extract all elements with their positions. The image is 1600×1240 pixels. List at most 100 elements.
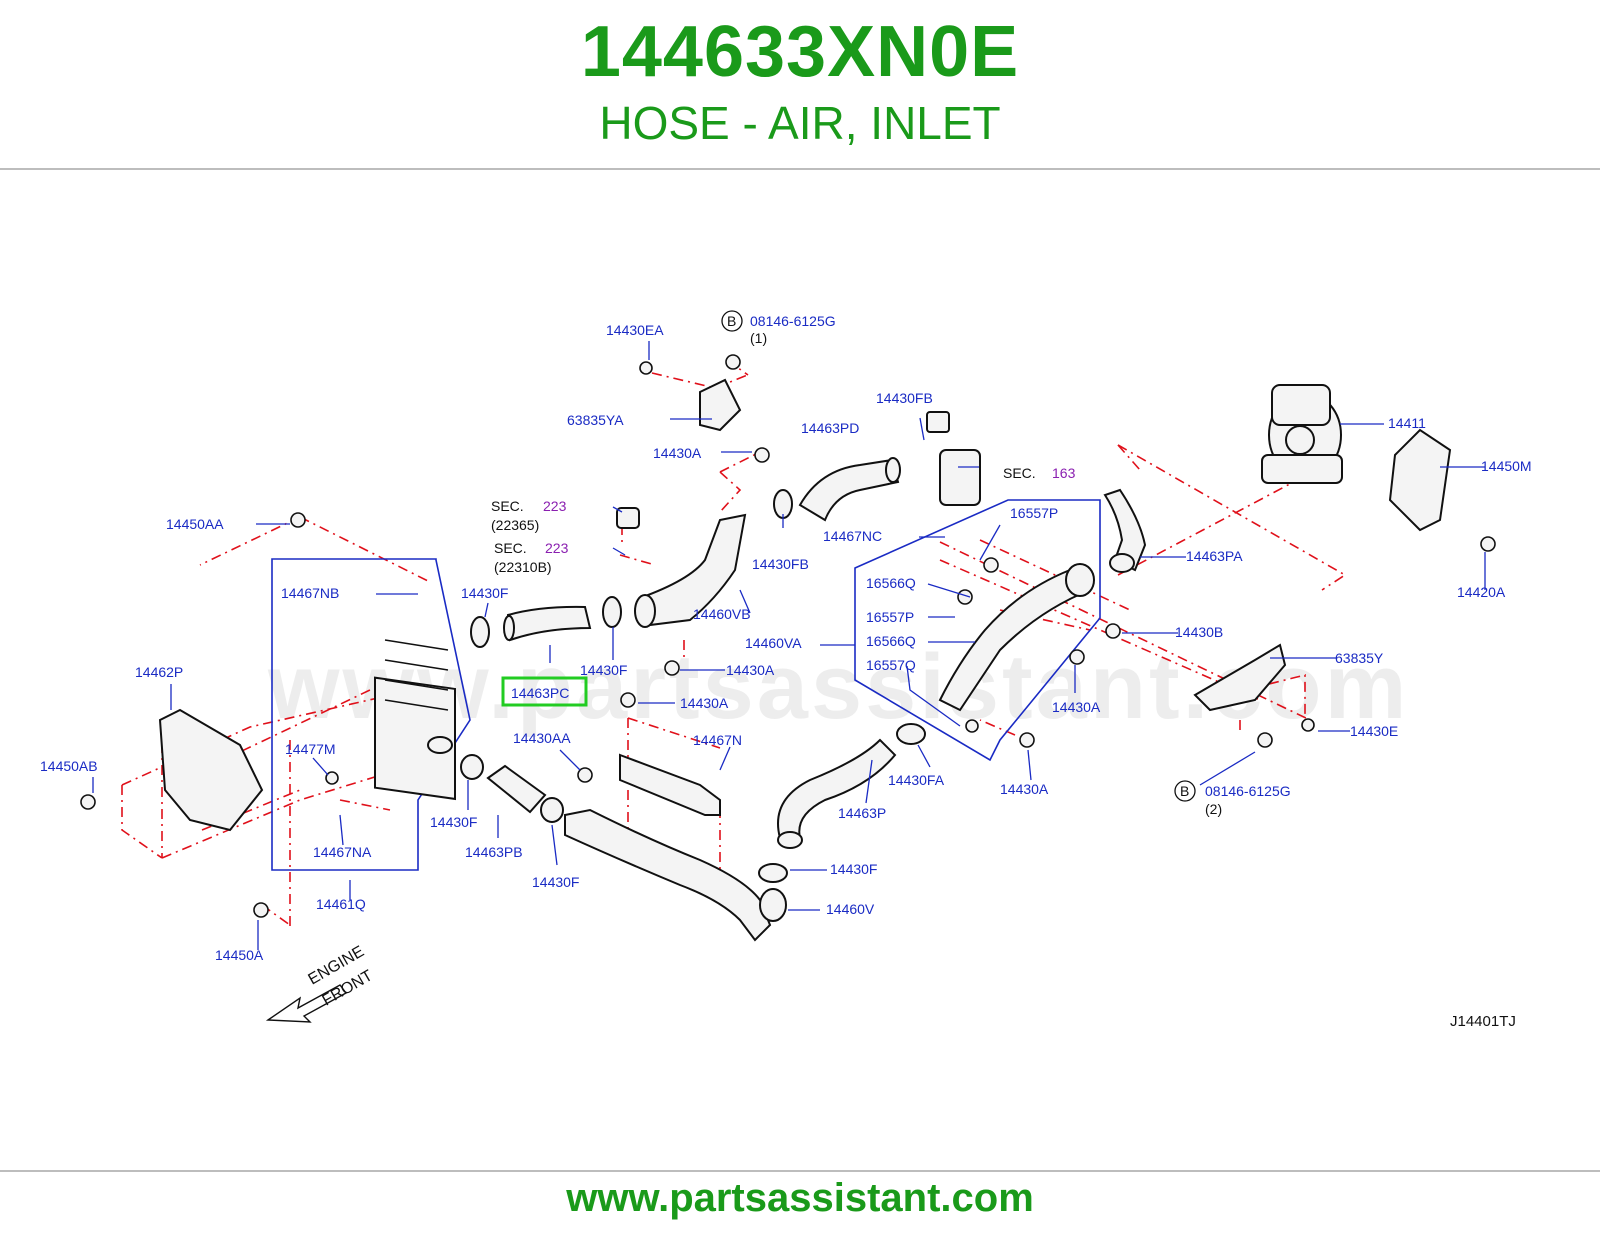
label-sec-223-a: SEC. <box>491 498 524 514</box>
label-16557Q[interactable]: 16557Q <box>866 657 916 673</box>
label-14460VA[interactable]: 14460VA <box>745 635 802 651</box>
engine-front-arrow-icon <box>265 984 348 1023</box>
label-22365: (22365) <box>491 517 539 533</box>
label-08146-6125G-bottom[interactable]: 08146-6125G <box>1205 783 1291 799</box>
page-header: 144633XN0E HOSE - AIR, INLET <box>0 0 1600 168</box>
pipe-14460VA <box>938 568 1092 712</box>
clamp-14430F-2 <box>602 596 622 628</box>
clamp-14430F-4 <box>540 797 564 823</box>
part-number: 144633XN0E <box>580 12 1020 92</box>
label-14430B[interactable]: 14430B <box>1175 624 1223 640</box>
label-14420A[interactable]: 14420A <box>1457 584 1506 600</box>
label-14462P[interactable]: 14462P <box>135 664 183 680</box>
clamp-14430FB <box>773 489 793 519</box>
label-14430E[interactable]: 14430E <box>1350 723 1398 739</box>
clamp-14430F-1 <box>470 616 490 648</box>
part-description: HOSE - AIR, INLET <box>599 97 1001 149</box>
label-sec-223-b: SEC. <box>494 540 527 556</box>
hose-14463PC <box>506 605 592 642</box>
label-14460VB[interactable]: 14460VB <box>693 606 751 622</box>
label-14430F-5[interactable]: 14430F <box>830 861 877 877</box>
label-14411[interactable]: 14411 <box>1388 415 1426 431</box>
label-08146-6125G-top[interactable]: 08146-6125G <box>750 313 836 329</box>
b-marker-bottom-label: B <box>1180 783 1189 799</box>
bracket-14467N <box>619 753 721 816</box>
footer-url[interactable]: www.partsassistant.com <box>566 1176 1034 1220</box>
clamp-14430F-3 <box>460 754 484 780</box>
label-14430A-4[interactable]: 14430A <box>1052 699 1101 715</box>
label-14430F-1[interactable]: 14430F <box>461 585 508 601</box>
bracket-63835Y <box>1193 643 1287 712</box>
label-14461Q[interactable]: 14461Q <box>316 896 366 912</box>
label-sec-163-num[interactable]: 163 <box>1052 465 1076 481</box>
label-14430F-2[interactable]: 14430F <box>580 662 627 678</box>
label-sec-223-a-num[interactable]: 223 <box>543 498 567 514</box>
drawing-code: J14401TJ <box>1450 1013 1516 1030</box>
engine-front-indicator: ENGINE FRONT <box>265 943 376 1023</box>
parts-diagram: www.partsassistant.com <box>40 310 1532 1030</box>
b-marker-top <box>721 310 743 332</box>
label-14463PC-highlighted[interactable]: 14463PC <box>511 685 569 701</box>
label-63835YA[interactable]: 63835YA <box>567 412 624 428</box>
bracket-63835YA <box>699 378 742 432</box>
b-marker-bottom <box>1174 780 1196 802</box>
hose-14463PB <box>486 764 547 814</box>
header-divider <box>0 168 1600 170</box>
clamp-14430FA <box>896 723 926 745</box>
pipe-14460V <box>564 808 772 942</box>
label-63835Y[interactable]: 63835Y <box>1335 650 1384 666</box>
b-marker-top-label: B <box>727 313 736 329</box>
label-14463PA[interactable]: 14463PA <box>1186 548 1243 564</box>
throttle-body <box>939 449 981 506</box>
label-14430EA[interactable]: 14430EA <box>606 322 664 338</box>
footer-divider <box>0 1170 1600 1172</box>
label-14450AB[interactable]: 14450AB <box>40 758 98 774</box>
label-16557P-2[interactable]: 16557P <box>866 609 914 625</box>
label-14467NC[interactable]: 14467NC <box>823 528 882 544</box>
label-14467NB[interactable]: 14467NB <box>281 585 339 601</box>
label-14460V[interactable]: 14460V <box>826 901 875 917</box>
pipe-14460VB <box>638 513 747 627</box>
label-16557P-1[interactable]: 16557P <box>1010 505 1058 521</box>
sensor-22365 <box>616 507 640 529</box>
label-14430F-3[interactable]: 14430F <box>430 814 477 830</box>
label-08146-bottom-qty: (2) <box>1205 801 1222 817</box>
label-14430FB-1[interactable]: 14430FB <box>876 390 933 406</box>
label-14450M[interactable]: 14450M <box>1481 458 1532 474</box>
label-14430AA[interactable]: 14430AA <box>513 730 571 746</box>
label-sec-223-b-num[interactable]: 223 <box>545 540 569 556</box>
hose-14463P <box>777 738 897 839</box>
intercooler <box>374 639 456 801</box>
label-22310B: (22310B) <box>494 559 552 575</box>
label-14463PD[interactable]: 14463PD <box>801 420 859 436</box>
label-14467NA[interactable]: 14467NA <box>313 844 372 860</box>
leader-lines <box>92 341 1486 950</box>
label-14430A-5[interactable]: 14430A <box>1000 781 1049 797</box>
label-14430A-3[interactable]: 14430A <box>680 695 729 711</box>
label-14430F-4[interactable]: 14430F <box>532 874 579 890</box>
label-sec-163: SEC. <box>1003 465 1036 481</box>
label-16566Q-1[interactable]: 16566Q <box>866 575 916 591</box>
part-drawings <box>158 378 1452 942</box>
bolts <box>80 354 1496 918</box>
clamp-14430F-5 <box>758 863 788 883</box>
label-08146-top-qty: (1) <box>750 330 767 346</box>
label-14463P[interactable]: 14463P <box>838 805 886 821</box>
label-14450AA[interactable]: 14450AA <box>166 516 224 532</box>
label-14430FB-2[interactable]: 14430FB <box>752 556 809 572</box>
label-16566Q-2[interactable]: 16566Q <box>866 633 916 649</box>
label-14463PB[interactable]: 14463PB <box>465 844 523 860</box>
label-14477M[interactable]: 14477M <box>285 741 336 757</box>
highlight-box <box>501 676 588 707</box>
label-14467N[interactable]: 14467N <box>693 732 742 748</box>
label-14430FA[interactable]: 14430FA <box>888 772 945 788</box>
heat-shield-14450M <box>1388 428 1452 532</box>
hose-14463PD <box>798 458 900 522</box>
label-14450A[interactable]: 14450A <box>215 947 264 963</box>
turbocharger-14411 <box>1261 384 1343 484</box>
bracket-14462P <box>158 708 264 832</box>
label-14430A-1[interactable]: 14430A <box>653 445 702 461</box>
label-14430A-2[interactable]: 14430A <box>726 662 775 678</box>
assembly-lines <box>121 359 1347 930</box>
group-14460VA <box>854 499 1101 762</box>
